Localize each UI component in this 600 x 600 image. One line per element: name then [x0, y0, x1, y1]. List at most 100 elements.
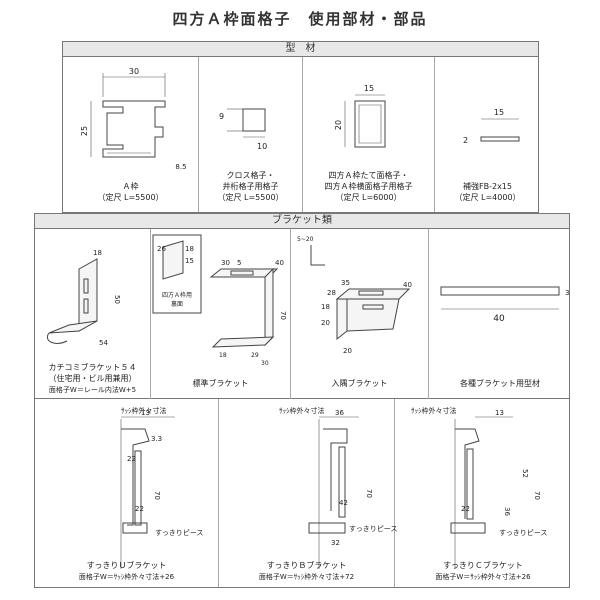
svg-text:15: 15	[185, 257, 194, 265]
svg-text:70: 70	[279, 311, 287, 320]
vertical-caption3: （定尺 L=6000）	[335, 193, 402, 202]
sukkiri-b: ｻｯｼ枠外々寸法 36 70 42 32 すっきりピース すっきりＢブラケット …	[219, 399, 397, 587]
vertical-caption2: 四方Ａ枠横面格子用格子	[324, 182, 413, 191]
svg-text:22: 22	[135, 505, 144, 513]
cross-caption3: （定尺 L=5500）	[217, 193, 284, 202]
svg-text:22: 22	[461, 505, 470, 513]
sukkiri-b-drawing: ｻｯｼ枠外々寸法 36 70 42 32 すっきりピース	[279, 406, 397, 569]
svg-text:3: 3	[565, 289, 569, 297]
svg-text:35: 35	[341, 279, 350, 287]
svg-text:3.3: 3.3	[151, 435, 162, 443]
svg-text:15: 15	[364, 84, 374, 93]
kachikomi-caption3: 面格子W＝レール内法W+5	[48, 386, 137, 394]
brackets-header: ブラケット類	[35, 214, 569, 229]
standard-caption1: 標準ブラケット	[192, 379, 249, 388]
svg-text:5: 5	[237, 259, 241, 267]
svg-text:50: 50	[113, 295, 121, 304]
svg-text:13: 13	[141, 409, 150, 417]
svg-text:70: 70	[365, 489, 373, 498]
svg-text:30: 30	[261, 360, 269, 367]
page-title: 四方Ａ枠面格子 使用部材・部品	[172, 10, 428, 28]
svg-text:5~20: 5~20	[297, 236, 314, 243]
svg-text:10: 10	[257, 142, 267, 151]
bracket-profile: 40 3 各種ブラケット用型材	[429, 229, 571, 399]
svg-text:四方Ａ枠用: 四方Ａ枠用	[162, 291, 192, 299]
profile-vertical-lattice: 15 20 四方Ａ枠たて面格子・ 四方Ａ枠横面格子用格子 （定尺 L=6000）	[303, 57, 435, 212]
profiles-section: 型 材 30 25 8.5 Ａ枠 （定尺 L=5500） 9	[62, 41, 539, 213]
sukkiri-section: ｻｯｼ枠外々寸法 13 3.3 70 22 22 すっきりピース すっきりＵブラ…	[34, 399, 570, 588]
svg-text:13: 13	[495, 409, 504, 417]
svg-text:32: 32	[331, 539, 340, 547]
svg-text:裏面: 裏面	[171, 300, 183, 308]
svg-text:54: 54	[99, 339, 108, 347]
svg-text:70: 70	[533, 491, 541, 500]
svg-text:すっきりピース: すっきりピース	[499, 529, 547, 537]
bracket-corner: 5~20 35 40 28 18 20 20 入隅ブラケット	[291, 229, 429, 399]
svg-text:36: 36	[335, 409, 344, 417]
bracket-standard: 26 18 15 四方Ａ枠用 裏面 30 5 40 70 18 29 30 標準…	[151, 229, 291, 399]
a-frame-caption1: Ａ枠	[122, 182, 139, 191]
sukkiri-c: ｻｯｼ枠外々寸法 13 52 70 36 22 すっきりピース すっきりＣブラケ…	[395, 399, 571, 587]
cross-caption2: 井桁格子用格子	[222, 182, 279, 191]
svg-text:ｻｯｼ枠外々寸法: ｻｯｼ枠外々寸法	[121, 406, 167, 415]
brackets-section: ブラケット類 18 50 54 カチコミブラケット５４ （住宅用・ビル用兼用） …	[34, 213, 570, 399]
profile-a-frame: 30 25 8.5 Ａ枠 （定尺 L=5500）	[63, 57, 199, 212]
svg-text:40: 40	[403, 281, 412, 289]
vertical-lattice-drawing: 15 20	[334, 84, 386, 148]
profile-cross-lattice: 9 10 クロス格子・ 井桁格子用格子 （定尺 L=5500）	[199, 57, 303, 212]
sukkiri-u-caption1: すっきりＵブラケット	[86, 561, 167, 570]
kachikomi-caption1: カチコミブラケット５４	[48, 363, 137, 372]
svg-text:42: 42	[339, 499, 348, 507]
svg-text:すっきりピース: すっきりピース	[349, 525, 397, 533]
profiles-header: 型 材	[63, 42, 538, 57]
svg-text:25: 25	[80, 126, 89, 136]
svg-text:29: 29	[251, 352, 259, 359]
svg-text:20: 20	[334, 120, 343, 130]
kachikomi-caption2: （住宅用・ビル用兼用）	[48, 374, 137, 383]
sukkiri-u-caption2: 面格子W＝ｻｯｼ枠外々寸法+26	[78, 573, 175, 581]
flat-bar-caption2: （定尺 L=4000）	[454, 193, 521, 202]
sukkiri-c-caption2: 面格子W＝ｻｯｼ枠外々寸法+26	[435, 573, 531, 581]
svg-text:28: 28	[327, 289, 336, 297]
kachikomi-drawing: 18 50 54	[47, 249, 121, 347]
svg-text:20: 20	[321, 319, 330, 327]
svg-text:8.5: 8.5	[175, 163, 186, 171]
sukkiri-c-drawing: ｻｯｼ枠外々寸法 13 52 70 36 22 すっきりピース	[411, 406, 547, 569]
corner-caption1: 入隅ブラケット	[331, 379, 388, 388]
svg-text:30: 30	[129, 67, 139, 76]
cross-lattice-drawing: 9 10	[219, 108, 267, 151]
profile-flat-bar: 15 2 補強FB-2x15 （定尺 L=4000）	[435, 57, 540, 212]
svg-text:ｻｯｼ枠外々寸法: ｻｯｼ枠外々寸法	[411, 406, 457, 415]
sukkiri-u: ｻｯｼ枠外々寸法 13 3.3 70 22 22 すっきりピース すっきりＵブラ…	[35, 399, 219, 587]
flat-bar-caption1: 補強FB-2x15	[463, 182, 512, 191]
sukkiri-b-caption1: すっきりＢブラケット	[266, 561, 347, 570]
svg-text:22: 22	[127, 455, 136, 463]
svg-text:18: 18	[185, 245, 194, 253]
bracket-kachikomi: 18 50 54 カチコミブラケット５４ （住宅用・ビル用兼用） 面格子W＝レー…	[35, 229, 151, 399]
svg-text:36: 36	[503, 507, 511, 516]
sukkiri-c-caption1: すっきりＣブラケット	[443, 561, 523, 570]
flat-bar-drawing: 15 2	[463, 108, 520, 145]
a-frame-caption2: （定尺 L=5500）	[97, 193, 164, 202]
cross-caption1: クロス格子・	[226, 171, 275, 180]
svg-text:20: 20	[343, 347, 352, 355]
svg-text:ｻｯｼ枠外々寸法: ｻｯｼ枠外々寸法	[279, 406, 325, 415]
svg-text:18: 18	[219, 352, 227, 359]
svg-text:9: 9	[219, 112, 224, 121]
svg-text:40: 40	[275, 259, 284, 267]
svg-text:70: 70	[153, 491, 161, 500]
svg-text:18: 18	[321, 303, 330, 311]
bracket-profile-caption1: 各種ブラケット用型材	[460, 379, 540, 388]
svg-text:26: 26	[157, 245, 166, 253]
standard-bracket-drawing: 26 18 15 四方Ａ枠用 裏面 30 5 40 70 18 29 30	[152, 234, 287, 367]
corner-bracket-drawing: 5~20 35 40 28 18 20 20	[297, 236, 412, 355]
svg-text:すっきりピース: すっきりピース	[155, 529, 203, 537]
a-frame-drawing: 30 25 8.5	[80, 67, 187, 171]
svg-text:52: 52	[521, 469, 529, 478]
bracket-profile-drawing: 40 3	[440, 286, 569, 324]
sukkiri-u-drawing: ｻｯｼ枠外々寸法 13 3.3 70 22 22 すっきりピース	[120, 406, 203, 569]
svg-text:30: 30	[221, 259, 230, 267]
svg-text:2: 2	[463, 136, 468, 145]
vertical-caption1: 四方Ａ枠たて面格子・	[328, 171, 409, 180]
